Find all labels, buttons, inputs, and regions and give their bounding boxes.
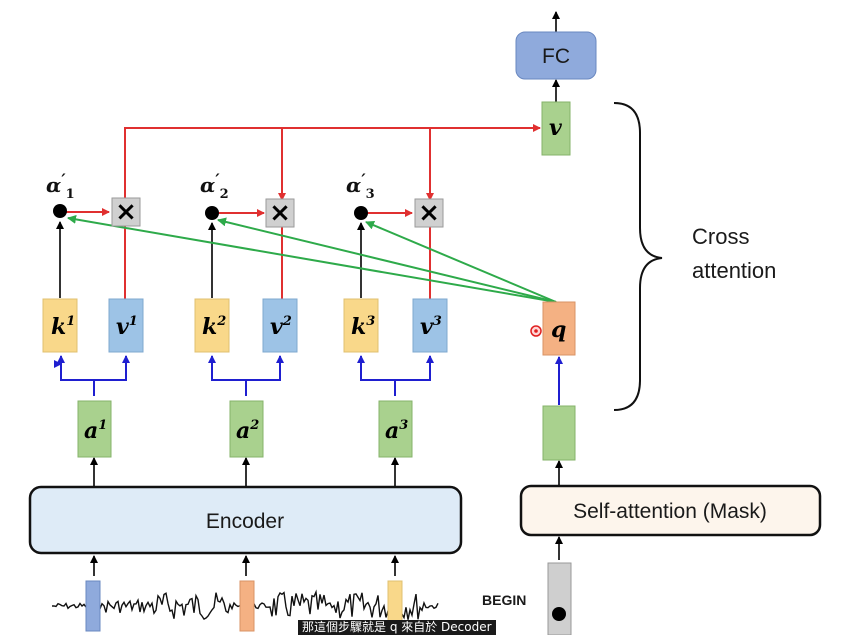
cross-label-line1: Cross [692,224,749,249]
wave-frame-1 [85,580,101,632]
svg-text:FC: FC [542,45,570,68]
begin-dot [552,607,566,621]
multiply-icon: × [269,198,291,228]
video-subtitle: 那這個步驟就是 q 來自於 Decoder [298,620,496,635]
decoder-output-box [542,405,576,461]
blue-branch-1 [60,364,127,396]
svg-text:v2: v2 [270,314,292,340]
multiply-box-2: × [265,198,295,228]
a-box-2: a2 [229,400,264,458]
multiply-box-1: × [111,197,141,227]
alpha-symbol: α [46,173,61,197]
audio-waveform [51,580,439,632]
svg-text:a2: a2 [236,418,259,444]
alpha-symbol: α [346,173,361,197]
alpha-1: α′1 [46,170,75,218]
svg-text:a3: a3 [385,418,408,444]
k-box-1: k1 [42,298,78,353]
svg-text:v3: v3 [420,314,442,340]
fc-box: FC [515,31,597,80]
q-box: q [542,301,576,356]
v-box-3: v3 [412,298,448,353]
red-bus-line [124,124,541,300]
cross-label-line2: attention [692,258,776,283]
a-box-1: a1 [77,400,112,458]
blue-branch-3 [360,364,431,396]
green-q-to-alpha3 [365,220,557,303]
svg-text:v1: v1 [116,314,138,340]
alpha-3: α′3 [346,170,375,220]
svg-text:α′2: α′2 [200,170,229,202]
green-q-to-alpha2 [217,217,557,303]
svg-text:k2: k2 [202,314,226,340]
multiply-box-3: × [414,198,444,228]
encoder-box: Encoder [28,485,463,555]
k-box-2: k2 [194,298,230,353]
svg-text:α′1: α′1 [46,170,75,202]
multiply-icon: × [115,197,137,227]
svg-text:v: v [549,115,562,141]
svg-text:q: q [551,317,566,343]
svg-text:k3: k3 [351,314,375,340]
svg-text:a1: a1 [84,418,107,444]
cursor-marker [530,325,542,337]
alpha-dot-1 [53,204,67,218]
blue-branch-2 [211,364,281,396]
svg-text:Encoder: Encoder [206,510,284,533]
v-output-box: v [541,101,571,156]
connection-lines [56,11,563,576]
k-box-3: k3 [343,298,379,353]
svg-text:BEGIN: BEGIN [482,592,526,608]
alpha-dot-3 [354,206,368,220]
alpha-dot-2 [205,206,219,220]
begin-token: BEGIN [482,562,572,635]
svg-text:α′3: α′3 [346,170,375,202]
svg-text:Self-attention (Mask): Self-attention (Mask) [573,500,767,523]
svg-text:k1: k1 [51,314,75,340]
green-q-to-alpha1 [67,214,557,303]
a-box-3: a3 [378,400,413,458]
alpha-symbol: α [200,173,215,197]
alpha-2: α′2 [200,170,229,220]
cross-attention-brace [613,102,663,411]
self-attention-box: Self-attention (Mask) [519,484,822,537]
v-box-1: v1 [108,298,144,353]
multiply-icon: × [418,198,440,228]
wave-frame-2 [239,580,255,632]
v-box-2: v2 [262,298,298,353]
